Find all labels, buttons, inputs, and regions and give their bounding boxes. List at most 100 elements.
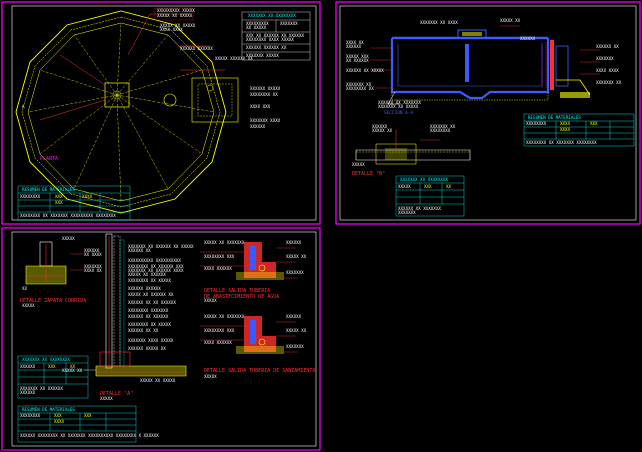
svg-text:XXXXXX: XXXXXX <box>250 124 266 129</box>
svg-text:XXXXX XX XXXXX: XXXXX XX XXXXX <box>140 378 176 383</box>
svg-text:XXXXXX: XXXXXX <box>286 314 302 319</box>
section-title: SECCION A-A <box>384 110 413 116</box>
svg-text:XXXXXXX XX XXXXXX: XXXXXXX XX XXXXXX <box>20 386 63 391</box>
plan-top-table-text: XXXXXXX XX XXXXXXXX XXXXXXXXX XX XXXXX X… <box>246 13 304 58</box>
svg-text:XXXXX XXX: XXXXX XXX <box>346 54 369 59</box>
svg-text:XXXXXXXXX: XXXXXXXXX <box>246 21 269 26</box>
svg-text:XXXX XXXXXX: XXXX XXXXXX <box>204 266 232 271</box>
svg-text:XXXX XXXXXX: XXXX XXXXXX <box>204 340 232 345</box>
svg-text:XXXXXXX XX XXXXX: XXXXXXX XX XXXXX <box>378 104 419 109</box>
section-bottom-table-text: XXXXXXX XX XXXXXXXX XXXXX XXX XX XXXXXX … <box>398 177 452 215</box>
svg-text:XXXXX XXXXXX XX: XXXXX XXXXXX XX <box>215 56 253 61</box>
details-bottom-table <box>17 405 137 443</box>
svg-text:XXXXXX: XXXXXX <box>372 124 388 129</box>
svg-text:XXXXXX XX XXXXXX: XXXXXX XX XXXXXX <box>128 314 169 319</box>
svg-text:XXXXXXXX: XXXXXXXX <box>20 194 41 199</box>
details-table-title: RESUMEN DE MATERIALES <box>22 407 75 412</box>
svg-text:XXXXXXX XX XXXXXXXX: XXXXXXX XX XXXXXXXX <box>400 177 448 182</box>
svg-text:XXX: XXX <box>54 413 62 418</box>
svg-text:XXXXX XX XXXXXXX: XXXXX XX XXXXXXX <box>204 314 245 319</box>
svg-text:XXXX XXXX: XXXX XXXX <box>160 27 183 32</box>
svg-text:XXXXXX XXXXXX XX: XXXXXX XXXXXX XX <box>246 45 287 50</box>
section-table-title: RESUMEN DE MATERIALES <box>528 115 581 120</box>
svg-text:XXXXXX XXXXXX: XXXXXX XXXXXX <box>128 286 161 291</box>
svg-text:XX: XX <box>22 286 28 291</box>
svg-text:XXXXXXX XXXX: XXXXXXX XXXX <box>250 118 281 123</box>
svg-text:XXXXXXX XX: XXXXXXX XX <box>596 80 622 85</box>
plan-table-title: RESUMEN DE MATERIALES <box>22 187 75 192</box>
svg-text:XXXXXX XX: XXXXXX XX <box>596 44 619 49</box>
svg-text:XXXX: XXXX <box>82 194 93 199</box>
svg-text:XXXXXX XXXXX XX: XXXXXX XXXXX XX <box>128 346 166 351</box>
svg-text:XX XXXXXX: XX XXXXXX <box>346 58 369 63</box>
svg-text:XXXXX: XXXXX <box>204 298 217 303</box>
sheet-plan: XXXXXXXXX XXXXX XXXXX XX XXXXX XXXXX XX … <box>1 1 321 225</box>
svg-text:XXXXXXXXXX XXXXXXXXXX: XXXXXXXXXX XXXXXXXXXX <box>128 258 181 263</box>
svg-text:XXXX: XXXX <box>560 127 571 132</box>
svg-text:XXXXXX XX XXXXXXX: XXXXXX XX XXXXXXX <box>378 100 421 105</box>
details-bottom-table-text: XXXXXXXX XXX XXXX XXX XXXXXX XXXXXXXX XX… <box>20 413 159 438</box>
svg-text:XXXXXXXX XX XXXXXXX XXXXXXXX: XXXXXXXX XX XXXXXXX XXXXXXXX <box>526 140 597 145</box>
outlet-water-annotations: XXXXX XX XXXXXXX XXXXXXXX XXX XXXX XXXXX… <box>204 240 307 303</box>
svg-text:XXXXXX XXXXXX: XXXXXX XXXXXX <box>180 46 213 51</box>
svg-text:XXXXXXXX XXXXXXX: XXXXXXXX XXXXXXX <box>128 308 169 313</box>
svg-text:XXXXXXX: XXXXXXX <box>398 210 416 215</box>
plan-bottom-table-text: XXXXXXXX XXX XXX XXXX XXXXXXXX XX XXXXXX… <box>20 194 116 218</box>
svg-text:XXXXXXX: XXXXXXX <box>280 21 298 26</box>
svg-text:XXX: XXX <box>55 200 63 205</box>
svg-text:XXXXXXX: XXXXXXX <box>596 56 614 61</box>
svg-text:XXXXXX XX XXXXX: XXXXXX XX XXXXX <box>346 68 384 73</box>
svg-text:XXXXXXX XX XXXXXXXX: XXXXXXX XX XXXXXXXX <box>248 13 296 18</box>
svg-text:XXX: XXX <box>48 364 56 369</box>
svg-text:XXXXXX: XXXXXX <box>286 240 302 245</box>
svg-text:XXX XX XXXXXX XX XXXXXX: XXX XX XXXXXX XX XXXXXX <box>246 33 304 38</box>
svg-text:XXXXX: XXXXX <box>100 396 113 401</box>
footing-title: DETALLE ZAPATA CORRIDA <box>20 298 86 304</box>
outlet-water-title-1: DETALLE SALIDA TUBERIA <box>204 288 270 294</box>
svg-text:XXXXXXX: XXXXXXX <box>286 344 304 349</box>
detail-b-drawing <box>355 130 471 165</box>
svg-text:XXXXX: XXXXX <box>204 374 217 379</box>
svg-text:XX XXXX: XX XXXX <box>84 252 102 257</box>
outlet-drain-drawing <box>200 316 298 354</box>
svg-text:XXXXXXXX XXX: XXXXXXXX XXX <box>204 254 235 259</box>
section-annotations: XXXX XX XXXXXX XXXXX XXX XX XXXXXX XXXXX… <box>346 18 622 109</box>
svg-text:XXXXXX XX XX XXXXXX: XXXXXX XX XX XXXXXX <box>128 300 176 305</box>
svg-text:XXXXXXX XX XXXX: XXXXXXX XX XXXX <box>420 20 458 25</box>
sheet-section: XXXX XX XXXXXX XXXXX XXX XX XXXXXX XXXXX… <box>335 1 641 225</box>
svg-text:XXXXXXX XX XXXXXX XXXX: XXXXXXX XX XXXXXX XXXX <box>128 268 184 273</box>
detail-a-title: DETALLE "A" <box>100 391 133 397</box>
reservoir-plan <box>15 10 239 214</box>
svg-text:XXXXXXX XX: XXXXXXX XX <box>346 82 372 87</box>
footing-drawing <box>25 241 84 285</box>
section-right-table-text: XXXXXXXX XXXX XXXX XXX XXXXXXXX XX XXXXX… <box>526 121 598 145</box>
svg-text:XXX: XXX <box>590 121 598 126</box>
details-mid-table <box>17 355 89 399</box>
plan-top-table <box>241 11 311 61</box>
svg-text:XXXXXX XX XXXXXXX: XXXXXX XX XXXXXXX <box>398 206 441 211</box>
sheet-details-frame <box>11 231 317 447</box>
sheet-section-border <box>335 1 641 225</box>
svg-text:XXXXXX: XXXXXX <box>346 44 362 49</box>
svg-text:XXXXXXXXX XXXXX: XXXXXXXXX XXXXX <box>157 8 195 13</box>
svg-text:XXXXXXX XXXXX: XXXXXXX XXXXX <box>246 53 279 58</box>
plan-bottom-table <box>17 185 131 221</box>
plan-annotations: XXXXXXXXX XXXXX XXXXX XX XXXXX XXXXX XX … <box>22 7 281 129</box>
outlet-drain-annotations: XXXXX XX XXXXXXX XXXXXXXX XXX XXXX XXXXX… <box>204 314 307 379</box>
svg-text:XXXXXXXX: XXXXXXXX <box>20 413 41 418</box>
svg-text:XXXXX XX: XXXXX XX <box>286 328 307 333</box>
svg-text:XXXXXX XXXXX: XXXXXX XXXXX <box>250 86 281 91</box>
detail-b-annotations: XXXXXX XXXXX XX XXXXXXX XX XXXXXXXX XXXX… <box>352 124 456 167</box>
svg-text:XX XXXXX: XX XXXXX <box>246 25 267 30</box>
details-mid-table-text: XXXXXXX XX XXXXXXXX XXXXXX XXX XX XXXXXX… <box>20 357 76 395</box>
svg-text:XXXX XX: XXXX XX <box>346 40 364 45</box>
svg-text:XXXXXXXX: XXXXXXXX <box>430 128 451 133</box>
svg-text:XX: XX <box>446 184 452 189</box>
svg-text:XXXXXX: XXXXXX <box>20 390 36 395</box>
svg-text:XXX: XXX <box>424 184 432 189</box>
plan-title: PLANTA <box>40 156 58 162</box>
svg-text:XXXX XXXX: XXXX XXXX <box>596 68 619 73</box>
svg-text:XXXXXXXX XX XXXXX: XXXXXXXX XX XXXXX <box>128 278 171 283</box>
svg-text:XXXXXX XX XX: XXXXXX XX XX <box>128 328 159 333</box>
section-bottom-table <box>395 175 465 217</box>
